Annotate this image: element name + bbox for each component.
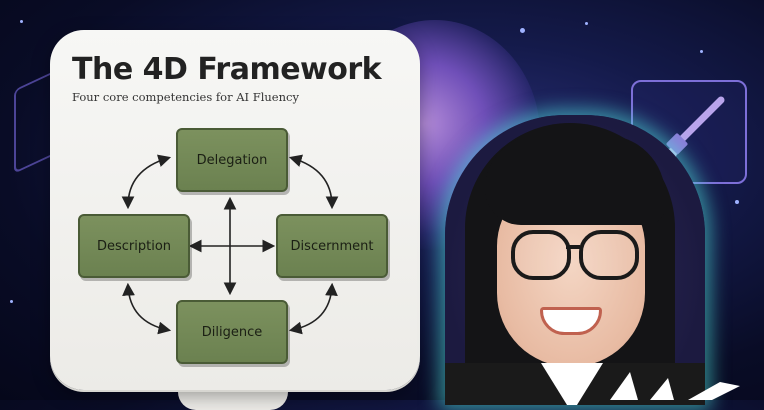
glasses-right-lens <box>579 230 639 280</box>
star <box>700 50 703 53</box>
arrow-delegation-discernment <box>288 154 339 210</box>
smile <box>540 307 602 335</box>
bangs <box>485 135 665 225</box>
arrow-discernment-diligence <box>288 282 338 335</box>
star <box>735 200 739 204</box>
arrow-description-diligence <box>122 282 172 335</box>
star <box>585 22 588 25</box>
arrow-delegation-description <box>121 154 172 210</box>
glasses-bridge <box>566 245 580 249</box>
presenter-portrait <box>445 115 705 405</box>
framework-connectors <box>121 154 339 335</box>
diligence-box: Diligence <box>176 300 288 364</box>
description-box: Description <box>78 214 190 278</box>
framework-card: The 4D Framework Four core competencies … <box>50 30 420 390</box>
discernment-box: Discernment <box>276 214 388 278</box>
star <box>20 20 23 23</box>
star <box>10 300 13 303</box>
brush-stroke-decoration <box>610 372 740 400</box>
card-title: The 4D Framework <box>72 52 382 87</box>
delegation-box: Delegation <box>176 128 288 192</box>
card-subtitle: Four core competencies for AI Fluency <box>72 90 299 104</box>
glasses-left-lens <box>511 230 571 280</box>
star <box>520 28 525 33</box>
